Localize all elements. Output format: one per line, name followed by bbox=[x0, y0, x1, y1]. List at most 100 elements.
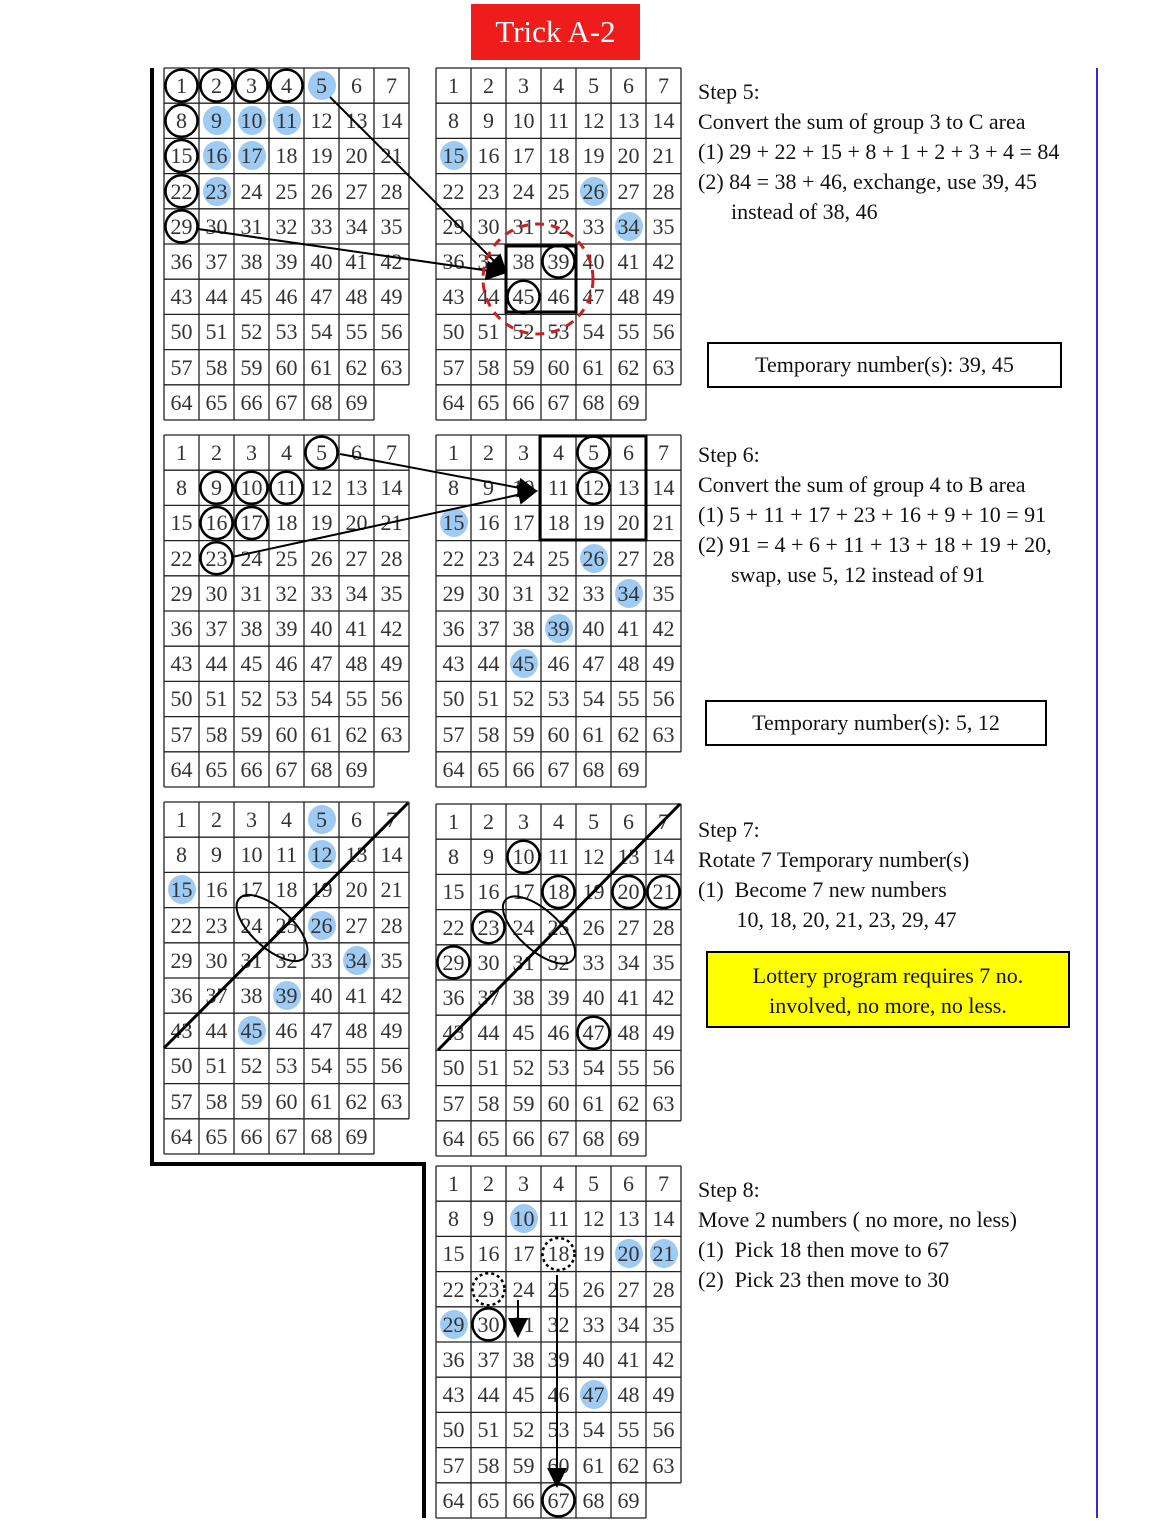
grid-cell: 7 bbox=[386, 440, 397, 465]
grid-cell: 51 bbox=[205, 319, 228, 345]
grid-cell: 46 bbox=[275, 284, 298, 310]
grid-cell: 58 bbox=[477, 1452, 500, 1478]
grid-cell: 60 bbox=[275, 721, 298, 747]
grid-cell: 30 bbox=[477, 213, 500, 239]
grid-cell: 38 bbox=[240, 249, 263, 274]
highlight-marker bbox=[273, 106, 301, 136]
grid-cell: 8 bbox=[448, 1206, 459, 1232]
grid-cell: 66 bbox=[512, 389, 535, 415]
step8-line: (1) Pick 18 then move to 67 bbox=[698, 1237, 950, 1262]
grid-cell: 21 bbox=[380, 143, 403, 169]
step7-line: (1) Become 7 new numbers bbox=[698, 877, 947, 902]
grid-cell: 59 bbox=[240, 1088, 263, 1114]
grid-cell: 51 bbox=[477, 319, 500, 345]
grid-cell: 61 bbox=[582, 354, 605, 380]
grid-cell: 41 bbox=[345, 249, 368, 274]
grid-cell: 27 bbox=[617, 178, 640, 204]
grid-cell: 68 bbox=[582, 756, 605, 782]
grid-cell: 27 bbox=[617, 545, 640, 571]
grid-cell: 56 bbox=[380, 1053, 403, 1079]
highlight-marker bbox=[203, 106, 231, 136]
rotation-ellipse-left bbox=[235, 894, 309, 962]
grid-cell: 24 bbox=[512, 178, 535, 204]
grid-cell: 18 bbox=[275, 510, 298, 536]
grid-cell: 69 bbox=[345, 389, 368, 415]
grid-cell: 4 bbox=[553, 1171, 564, 1196]
grid-cell: 35 bbox=[380, 580, 403, 606]
grid-cell: 13 bbox=[617, 1206, 640, 1232]
grid-cell: 11 bbox=[275, 475, 298, 501]
grid-cell: 69 bbox=[617, 389, 640, 415]
highlight-marker bbox=[510, 1204, 538, 1234]
temp-numbers-box-step5: Temporary number(s): 39, 45 bbox=[707, 342, 1062, 388]
step6-line: (1) 5 + 11 + 17 + 23 + 16 + 9 + 10 = 91 bbox=[698, 502, 1047, 527]
grid-cell: 11 bbox=[547, 1206, 570, 1232]
grid-cell: 6 bbox=[623, 440, 634, 465]
circle-marker bbox=[199, 505, 234, 541]
grid-cell: 13 bbox=[617, 475, 640, 501]
grid-cell: 65 bbox=[205, 389, 228, 415]
grid-cell: 49 bbox=[380, 1018, 403, 1044]
grid-cell: 9 bbox=[483, 108, 494, 134]
grid-cell: 20 bbox=[345, 143, 368, 169]
grid-cell: 64 bbox=[170, 1123, 193, 1149]
grid-cell: 32 bbox=[275, 213, 298, 239]
grid-cell: 12 bbox=[582, 475, 605, 501]
grid-cell: 56 bbox=[652, 1055, 675, 1081]
grid-cell: 2 bbox=[211, 73, 222, 98]
grid-cell: 15 bbox=[442, 143, 465, 169]
highlight-marker bbox=[615, 578, 643, 608]
highlight-marker bbox=[440, 141, 468, 171]
grid-cell: 29 bbox=[170, 213, 193, 239]
grid-cell: 1 bbox=[448, 440, 459, 465]
grid-cell: 3 bbox=[246, 73, 257, 98]
grid-cell: 1 bbox=[448, 1171, 459, 1196]
grid-cell: 61 bbox=[582, 721, 605, 747]
grid-cell: 54 bbox=[582, 1055, 605, 1081]
grid-cell: 44 bbox=[477, 1382, 500, 1408]
grid-cell: 16 bbox=[205, 877, 228, 903]
grid-cell: 30 bbox=[205, 580, 228, 606]
arrow-5-to-39 bbox=[329, 96, 508, 275]
grid-cell: 50 bbox=[442, 686, 465, 712]
grid-cell: 34 bbox=[345, 947, 368, 973]
lottery-note-box: Lottery program requires 7 no. involved,… bbox=[706, 951, 1070, 1028]
highlight-marker bbox=[343, 945, 371, 975]
grid-cell: 36 bbox=[442, 1347, 465, 1372]
grid-cell: 35 bbox=[652, 1311, 675, 1337]
grid-cell: 29 bbox=[442, 213, 465, 239]
step8-line: Move 2 numbers ( no more, no less) bbox=[698, 1207, 1017, 1232]
grid-cell: 35 bbox=[652, 949, 675, 975]
grid-cell: 3 bbox=[246, 440, 257, 465]
grid-cell: 28 bbox=[652, 178, 675, 204]
grid-cell: 15 bbox=[170, 143, 193, 169]
grid-cell: 57 bbox=[442, 721, 465, 747]
grid-cell: 11 bbox=[547, 475, 570, 501]
grid-cell: 33 bbox=[310, 947, 333, 973]
grid-cell: 14 bbox=[652, 844, 675, 870]
grid-cell: 49 bbox=[652, 284, 675, 310]
grid-cell: 60 bbox=[547, 1090, 570, 1116]
grid-cell: 22 bbox=[442, 914, 465, 940]
grid-cell: 23 bbox=[477, 545, 500, 571]
grid-cell: 24 bbox=[512, 914, 535, 940]
grid-cell: 29 bbox=[170, 947, 193, 973]
grid-cell: 22 bbox=[442, 178, 465, 204]
grid-cell: 33 bbox=[582, 949, 605, 975]
grid-cell: 39 bbox=[547, 1347, 570, 1372]
grid-cell: 42 bbox=[652, 1347, 675, 1372]
circle-marker bbox=[576, 470, 611, 506]
grid-cell: 47 bbox=[582, 1382, 605, 1408]
grid-cell: 4 bbox=[553, 440, 564, 465]
grid-cell: 11 bbox=[547, 108, 570, 134]
highlight-marker bbox=[168, 875, 196, 905]
grid-cell: 37 bbox=[477, 1347, 500, 1372]
grid-cell: 14 bbox=[380, 475, 403, 501]
grid-cell: 59 bbox=[512, 354, 535, 380]
grid-cell: 47 bbox=[582, 1020, 605, 1046]
grid-cell: 29 bbox=[442, 1311, 465, 1337]
grid-cell: 48 bbox=[345, 651, 368, 677]
grid-cell: 4 bbox=[281, 440, 292, 465]
circle-marker bbox=[269, 68, 304, 103]
grid-cell: 58 bbox=[205, 721, 228, 747]
